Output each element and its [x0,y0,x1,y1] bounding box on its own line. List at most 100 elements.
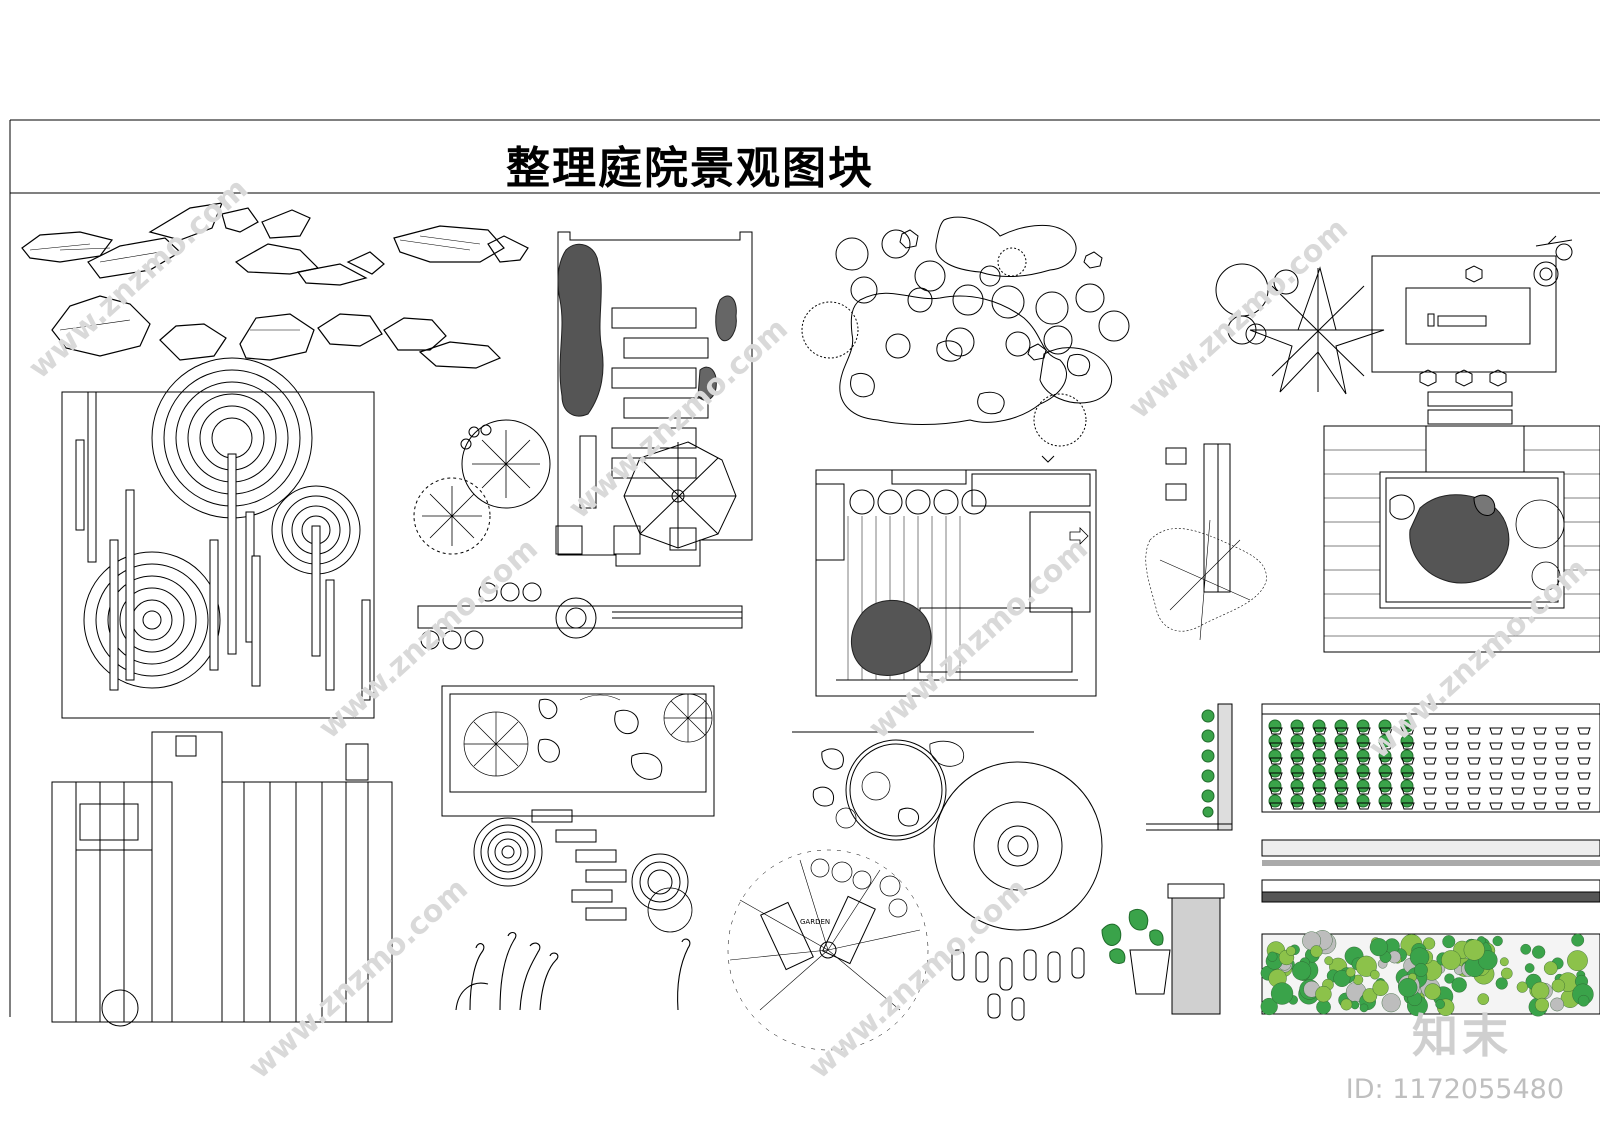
rock-garden-plan [801,216,1130,463]
bed-foliage [1577,994,1590,1007]
planting-bed-elevation [1260,930,1600,1017]
wall-pot [1335,802,1349,810]
wall-pot [1423,757,1437,765]
wall-plant [1334,749,1348,763]
wall-pot [1313,802,1327,810]
wall-pot [1533,802,1547,810]
wall-pot [1467,757,1481,765]
bed-foliage [1567,950,1588,972]
wall-pot [1335,742,1349,750]
wall-plant [1378,779,1392,793]
wall-pot [1313,727,1327,735]
wall-pot [1379,757,1393,765]
bed-foliage [1315,985,1332,1003]
rock-sketches [21,202,529,369]
bed-foliage [1516,981,1528,993]
terrace-umbrella-plan [1215,235,1573,425]
narrow-courtyard-plan [555,231,753,567]
wall-pot [1379,772,1393,780]
timber-planks [75,391,371,701]
bed-foliage [1495,977,1508,990]
bed-foliage [1370,969,1380,980]
wall-pot [1423,742,1437,750]
bed-foliage [1359,1003,1369,1013]
wall-pot [1489,772,1503,780]
wall-pot [1445,787,1459,795]
wall-plant [1312,749,1326,763]
wall-plant [1312,734,1326,748]
wall-pot [1357,742,1371,750]
wall-pot [1489,742,1503,750]
bed-foliage [1534,997,1549,1012]
wall-pot [1291,742,1305,750]
wall-pot [1335,757,1349,765]
bed-foliage [1500,967,1513,980]
wall-pot [1357,787,1371,795]
green-wall-section [1146,703,1233,831]
wall-pot [1269,787,1283,795]
wall-plant [1356,749,1370,763]
wall-pot [1269,772,1283,780]
bed-foliage [1435,999,1445,1009]
wall-pot [1533,772,1547,780]
wall-pot [1401,757,1415,765]
wall-plant [1290,719,1304,733]
wall-pot [1467,727,1481,735]
wall-pot [1555,727,1569,735]
bed-foliage [1414,963,1428,977]
wall-plant [1378,764,1392,778]
bed-foliage [1362,988,1378,1003]
bed-foliage [1441,950,1461,970]
wall-pot [1423,787,1437,795]
bed-foliage [1492,935,1503,947]
wall-plant [1400,749,1414,763]
drawing-title: 整理庭院景观图块 [0,132,1600,196]
wall-pot [1423,802,1437,810]
wall-plant [1400,779,1414,793]
wall-pot [1357,727,1371,735]
wall-plant [1356,779,1370,793]
wall-pot [1269,757,1283,765]
hedge-planting [557,243,737,417]
wall-plant [1356,764,1370,778]
wall-pot [1313,787,1327,795]
bed-foliage [1520,943,1532,955]
wall-plant [1268,719,1282,733]
wall-pot [1577,772,1591,780]
bed-foliage [1442,935,1456,949]
wall-pot [1269,742,1283,750]
wall-plant [1356,794,1370,808]
wall-pot [1291,727,1305,735]
bed-foliage [1340,998,1353,1011]
bed-foliage [1372,979,1389,996]
wall-pot [1445,802,1459,810]
bed-foliage [1381,993,1401,1013]
bed-foliage [1451,977,1467,993]
watermark-id: ID: 1172055480 [1345,1074,1564,1105]
wall-plant [1378,794,1392,808]
bed-foliage [1551,978,1566,993]
wall-pot [1467,742,1481,750]
drawing-title-text: 整理庭院景观图块 [506,143,874,194]
wall-plant [1356,734,1370,748]
wall-pot [1269,802,1283,810]
wall-pot [1511,742,1525,750]
bed-foliage [1477,993,1490,1005]
watermark-text: www.znzmo.com [312,531,545,746]
wall-plant [1378,734,1392,748]
wall-pot [1401,802,1415,810]
bed-foliage [1543,961,1558,976]
wall-section-planter [1101,883,1225,1015]
wall-pot [1291,787,1305,795]
tree-symbols [413,419,551,555]
wall-pot [1511,772,1525,780]
wall-plant [1312,779,1326,793]
bed-foliage [1550,997,1564,1012]
wall-pot [1291,757,1305,765]
wall-pot [1291,802,1305,810]
planting-bed-plan [441,685,715,817]
deck-with-tree-plan [1323,425,1600,653]
chairs-row [849,489,987,515]
bed-foliage [1270,982,1294,1005]
watermark-text: www.znzmo.com [22,171,255,386]
